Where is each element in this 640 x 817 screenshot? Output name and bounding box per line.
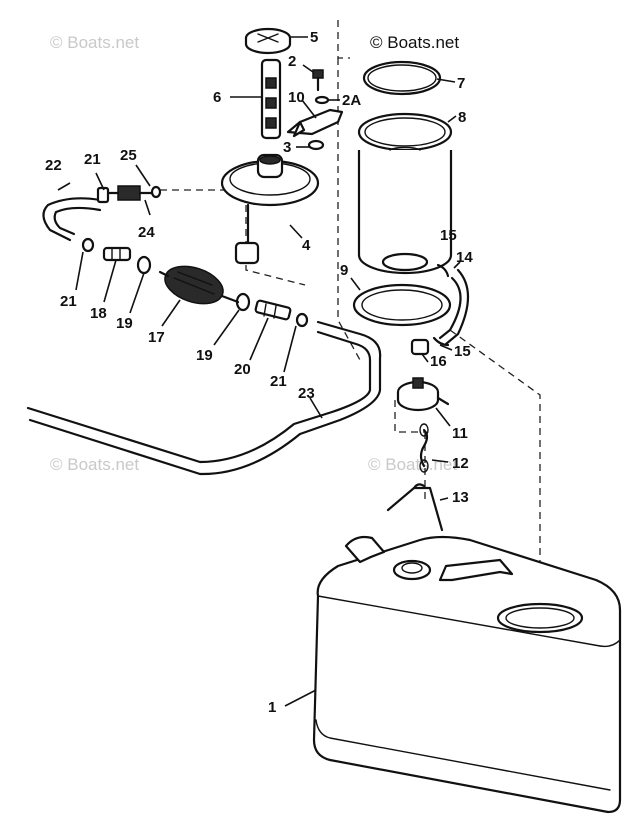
part-21-clamp-upper	[96, 186, 110, 204]
callout-6: 6	[213, 89, 221, 106]
part-12-retainer	[419, 423, 429, 473]
callout-19-right: 19	[196, 347, 213, 364]
callout-8: 8	[458, 109, 466, 126]
part-14-vent-hose	[438, 268, 469, 346]
watermark-mid-left: © Boats.net	[50, 455, 139, 474]
callout-18: 18	[90, 305, 107, 322]
callout-11: 11	[452, 425, 468, 442]
callout-15-lower: 15	[454, 343, 471, 360]
callout-22: 22	[45, 157, 62, 174]
part-19-clamp-left	[136, 255, 152, 275]
part-3-washer	[307, 139, 325, 151]
part-21-clamp-right	[295, 312, 309, 328]
assembly-guide-lines	[160, 20, 541, 610]
callout-7: 7	[457, 75, 465, 92]
part-25-o-ring	[150, 185, 162, 199]
callout-24: 24	[138, 224, 155, 241]
part-4-sender-assembly	[220, 153, 320, 265]
callout-4: 4	[302, 237, 311, 254]
callout-21-left: 21	[60, 293, 77, 310]
callout-25: 25	[120, 147, 137, 164]
part-2-screw	[312, 69, 324, 92]
callout-23: 23	[298, 385, 315, 402]
callout-13: 13	[452, 489, 469, 506]
callout-12: 12	[452, 455, 469, 472]
callout-21-upper: 21	[84, 151, 101, 168]
callout-2: 2	[288, 53, 296, 70]
part-16-fitting	[410, 338, 430, 356]
callout-1: 1	[268, 699, 276, 716]
part-13-wire-bail	[386, 483, 444, 532]
callout-2a: 2A	[342, 92, 361, 109]
callout-21-right: 21	[270, 373, 287, 390]
callout-10: 10	[288, 89, 305, 106]
watermark-top-right: © Boats.net	[370, 33, 459, 52]
part-1-fuel-tank	[312, 535, 622, 814]
callout-labels: 5 6 2 2A 3 10 7 8 4 9 15 14 15 16 11 12 …	[45, 29, 473, 716]
part-22-hose	[42, 197, 102, 242]
callout-15-upper: 15	[440, 227, 457, 244]
part-17-primer-bulb	[158, 265, 240, 305]
callout-16: 16	[430, 353, 447, 370]
callout-19-left: 19	[116, 315, 133, 332]
part-2a-washer	[314, 95, 330, 105]
part-9-gasket	[352, 283, 452, 327]
part-11-vent-cap	[396, 377, 450, 412]
part-20-connector	[254, 299, 292, 321]
callout-17: 17	[148, 329, 165, 346]
part-21-clamp-left	[81, 237, 95, 253]
part-7-gasket	[362, 60, 442, 96]
part-5-cap	[244, 27, 292, 55]
callout-leaders	[57, 36, 461, 707]
part-6-gauge-tube	[260, 58, 282, 140]
watermark-mid-right: © Boats.net	[368, 455, 457, 474]
callout-3: 3	[283, 139, 291, 156]
part-15-clip-upper	[436, 263, 450, 278]
watermark-top-left: © Boats.net	[50, 33, 139, 52]
part-18-connector	[102, 246, 132, 262]
callout-20: 20	[234, 361, 251, 378]
callout-5: 5	[310, 29, 318, 46]
part-23-fuel-line	[26, 320, 382, 476]
callout-9: 9	[340, 262, 348, 279]
part-24-fitting	[106, 185, 154, 201]
part-10-bracket	[286, 108, 344, 138]
part-15-clip-lower	[432, 336, 450, 347]
part-8-pickup-housing	[357, 112, 453, 275]
callout-14: 14	[456, 249, 473, 266]
